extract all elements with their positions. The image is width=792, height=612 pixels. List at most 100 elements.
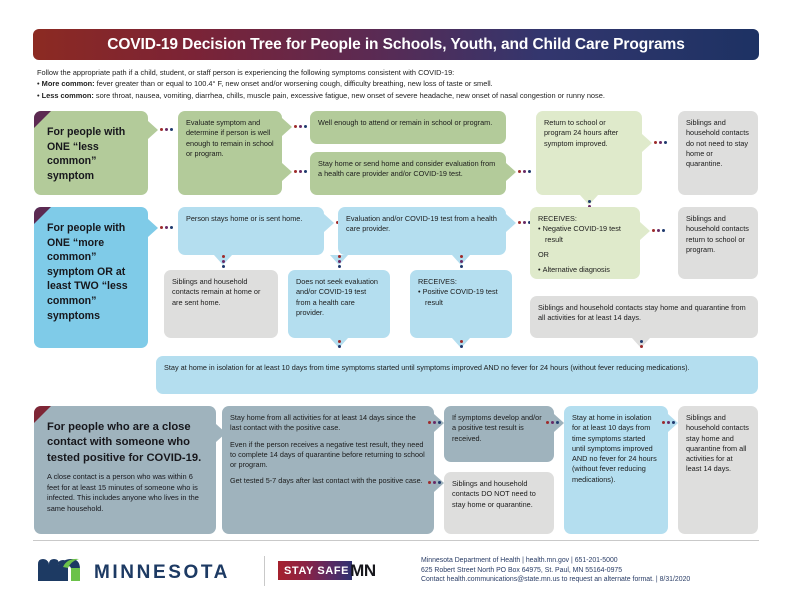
pointer-tab-icon — [506, 214, 516, 232]
section-header-close-contact-sub: A close contact is a person who was with… — [47, 472, 199, 513]
box-evaluate-symptom-text: Evaluate symptom and determine if person… — [186, 118, 274, 158]
connector-dots — [654, 141, 667, 144]
connector-dot-red — [294, 170, 297, 173]
connector-dot-red — [640, 345, 643, 348]
connector-dots — [518, 221, 531, 224]
box-if-symptoms-develop: If symptoms develop and/or a positive te… — [444, 406, 554, 462]
box-does-not-seek-evaluation: Does not seek evaluation and/or COVID-19… — [288, 270, 390, 338]
box-evaluate-symptom: Evaluate symptom and determine if person… — [178, 111, 282, 195]
intro-less-common: • Less common: sore throat, nausea, vomi… — [37, 90, 777, 101]
connector-dot-red — [160, 128, 163, 131]
connector-dot-red — [546, 421, 549, 424]
receives-positive-item-text: Positive COVID-19 test result — [422, 287, 498, 307]
stay-safe-text: STAY SAFE — [278, 561, 353, 580]
connector-dots-vertical — [640, 340, 643, 348]
connector-dot-purple — [523, 221, 526, 224]
connector-dot-blue — [528, 170, 531, 173]
box-does-not-seek-evaluation-text: Does not seek evaluation and/or COVID-19… — [296, 277, 378, 317]
connector-dot-red — [160, 226, 163, 229]
stay-safe-mn-text: MN — [350, 561, 376, 580]
section-header-less-common-title: For people with ONE “less common” sympto… — [47, 126, 126, 182]
box-row3-siblings-quarantine-text: Siblings and household contacts stay hom… — [686, 413, 749, 474]
pointer-tab-icon — [216, 424, 226, 442]
footer-contact-line-2: 625 Robert Street North PO Box 64975, St… — [421, 566, 623, 574]
connector-dot-blue — [672, 421, 675, 424]
connector-dots — [160, 128, 173, 131]
box-well-enough: Well enough to attend or remain in schoo… — [310, 111, 506, 144]
intro-bullet-2: • — [37, 90, 40, 100]
section-header-less-common: For people with ONE “less common” sympto… — [34, 111, 148, 195]
connector-dot-blue — [640, 340, 643, 343]
pointer-tab-icon — [330, 338, 348, 348]
section-header-close-contact: For people who are a close contact with … — [34, 406, 216, 534]
box-if-symptoms-develop-text: If symptoms develop and/or a positive te… — [452, 413, 542, 443]
box-well-enough-text: Well enough to attend or remain in schoo… — [318, 118, 493, 127]
alternative-diagnosis-text: Alternative diagnosis — [542, 265, 610, 275]
box-person-stays-home-text: Person stays home or is sent home. — [186, 214, 303, 223]
connector-dot-blue — [170, 226, 173, 229]
connector-dots — [428, 481, 441, 484]
connector-dot-blue — [588, 200, 591, 203]
pointer-tab-icon — [640, 222, 650, 240]
close-contact-get-tested-text: Get tested 5-7 days after last contact w… — [230, 476, 423, 486]
receives-negative-label: RECEIVES: — [538, 214, 577, 223]
box-siblings-remain-home-text: Siblings and household contacts remain a… — [172, 277, 261, 307]
receives-positive-item: • Positive COVID-19 test result — [418, 287, 498, 307]
pointer-tab-icon — [642, 134, 652, 152]
section-header-more-common-title: For people with ONE “more common” sympto… — [47, 222, 128, 322]
connector-dot-blue — [664, 141, 667, 144]
connector-dot-purple — [222, 260, 225, 263]
pointer-tab-icon — [452, 338, 470, 348]
box-siblings-do-not-need-text: Siblings and household contacts DO NOT n… — [452, 479, 536, 509]
box-return-to-school-text: Return to school or program 24 hours aft… — [544, 118, 619, 148]
receives-or-label: OR — [538, 249, 549, 259]
connector-dot-purple — [299, 170, 302, 173]
alternative-diagnosis-item: • Alternative diagnosis — [538, 265, 610, 275]
box-siblings-quarantine-14: Siblings and household contacts stay hom… — [530, 296, 758, 338]
connector-dot-blue — [222, 265, 225, 268]
pointer-tab-icon — [282, 118, 292, 136]
connector-dot-blue — [338, 345, 341, 348]
pointer-tab-icon — [632, 338, 650, 348]
section-header-more-common: For people with ONE “more common” sympto… — [34, 207, 148, 348]
box-siblings-no-need-quarantine-text: Siblings and household contacts do not n… — [686, 118, 749, 169]
corner-triangle-icon — [34, 111, 51, 128]
footer-contact-line-1: Minnesota Department of Health | health.… — [421, 557, 618, 564]
connector-dot-red — [428, 481, 431, 484]
corner-triangle-icon — [34, 406, 51, 423]
connector-dot-red — [428, 421, 431, 424]
connector-dot-red — [338, 255, 341, 258]
footer-vertical-divider — [264, 556, 265, 586]
connector-dots-vertical — [460, 255, 463, 268]
pointer-tab-icon — [148, 219, 158, 237]
connector-dot-red — [294, 125, 297, 128]
page-title: COVID-19 Decision Tree for People in Sch… — [107, 35, 685, 53]
connector-dot-purple — [523, 170, 526, 173]
footer-contact-line-3: Contact health.communications@state.mn.u… — [421, 576, 691, 584]
connector-dot-blue — [304, 125, 307, 128]
connector-dots — [518, 170, 531, 173]
connector-dot-purple — [659, 141, 662, 144]
connector-dot-red — [518, 170, 521, 173]
connector-dot-red — [338, 340, 341, 343]
connector-dots — [160, 226, 173, 229]
connector-dot-blue — [170, 128, 173, 131]
connector-dot-blue — [662, 229, 665, 232]
receives-negative-item: • Negative COVID-19 test result — [538, 224, 621, 244]
more-common-text: fever greater than or equal to 100.4° F,… — [94, 79, 493, 89]
connector-dot-purple — [433, 481, 436, 484]
connector-dots — [652, 229, 665, 232]
connector-dot-purple — [588, 205, 591, 208]
connector-dots-vertical — [222, 255, 225, 268]
connector-dots-vertical — [460, 340, 463, 348]
box-isolation-bar-text: Stay at home in isolation for at least 1… — [164, 363, 690, 372]
connector-dot-red — [662, 421, 665, 424]
connector-dot-purple — [338, 260, 341, 263]
box-siblings-no-need-quarantine: Siblings and household contacts do not n… — [678, 111, 758, 195]
box-row3-isolation-text: Stay at home in isolation for at least 1… — [572, 413, 657, 484]
box-stay-home-consider: Stay home or send home and consider eval… — [310, 152, 506, 195]
box-person-stays-home: Person stays home or is sent home. — [178, 207, 324, 255]
footer-divider-rule — [33, 540, 759, 541]
box-siblings-return-school-text: Siblings and household contacts return t… — [686, 214, 749, 254]
connector-dots — [294, 125, 307, 128]
